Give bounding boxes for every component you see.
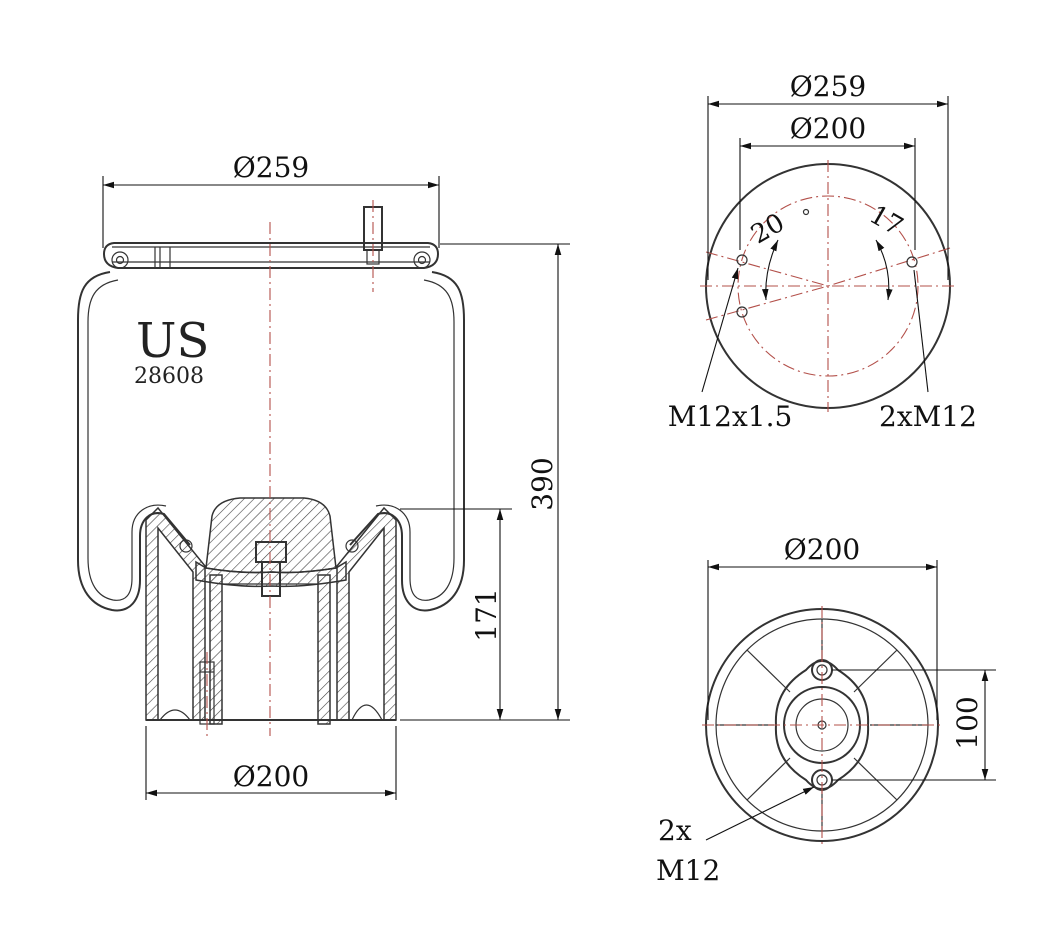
side-view: Ø259 Ø200 390 171 US 28608	[77, 151, 570, 800]
thread-left-label: M12x1.5	[668, 400, 793, 433]
top-view: 20 17 Ø259 Ø200 M12x1.5 2xM12	[668, 70, 977, 433]
side-bottom-diameter: Ø200	[233, 760, 309, 793]
top-outer-diameter: Ø259	[790, 70, 866, 103]
bottom-hole-spacing: 100	[951, 696, 984, 749]
brand-logo: US	[136, 313, 209, 369]
piston-left-wall	[145, 506, 206, 721]
bellow-outer	[77, 271, 191, 612]
bottom-thread-count: 2x	[658, 814, 692, 847]
top-plate	[102, 242, 440, 269]
part-number: 28608	[134, 364, 204, 389]
side-top-diameter: Ø259	[233, 151, 309, 184]
top-stud	[363, 206, 383, 251]
thread-right-label: 2xM12	[879, 400, 977, 433]
bellow-outer-right	[349, 271, 465, 612]
top-bolt-diameter: Ø200	[790, 112, 866, 145]
bottom-view: Ø200 100 2x M12	[656, 533, 996, 887]
side-piston-height: 171	[470, 588, 503, 641]
bottom-thread: M12	[656, 854, 720, 887]
stud-hole	[906, 256, 918, 268]
angle-left-label: 20	[746, 208, 790, 251]
port-hole	[736, 254, 748, 266]
side-total-height: 390	[526, 457, 559, 510]
piston-right-wall	[336, 506, 397, 721]
bottom-diameter: Ø200	[784, 533, 860, 566]
